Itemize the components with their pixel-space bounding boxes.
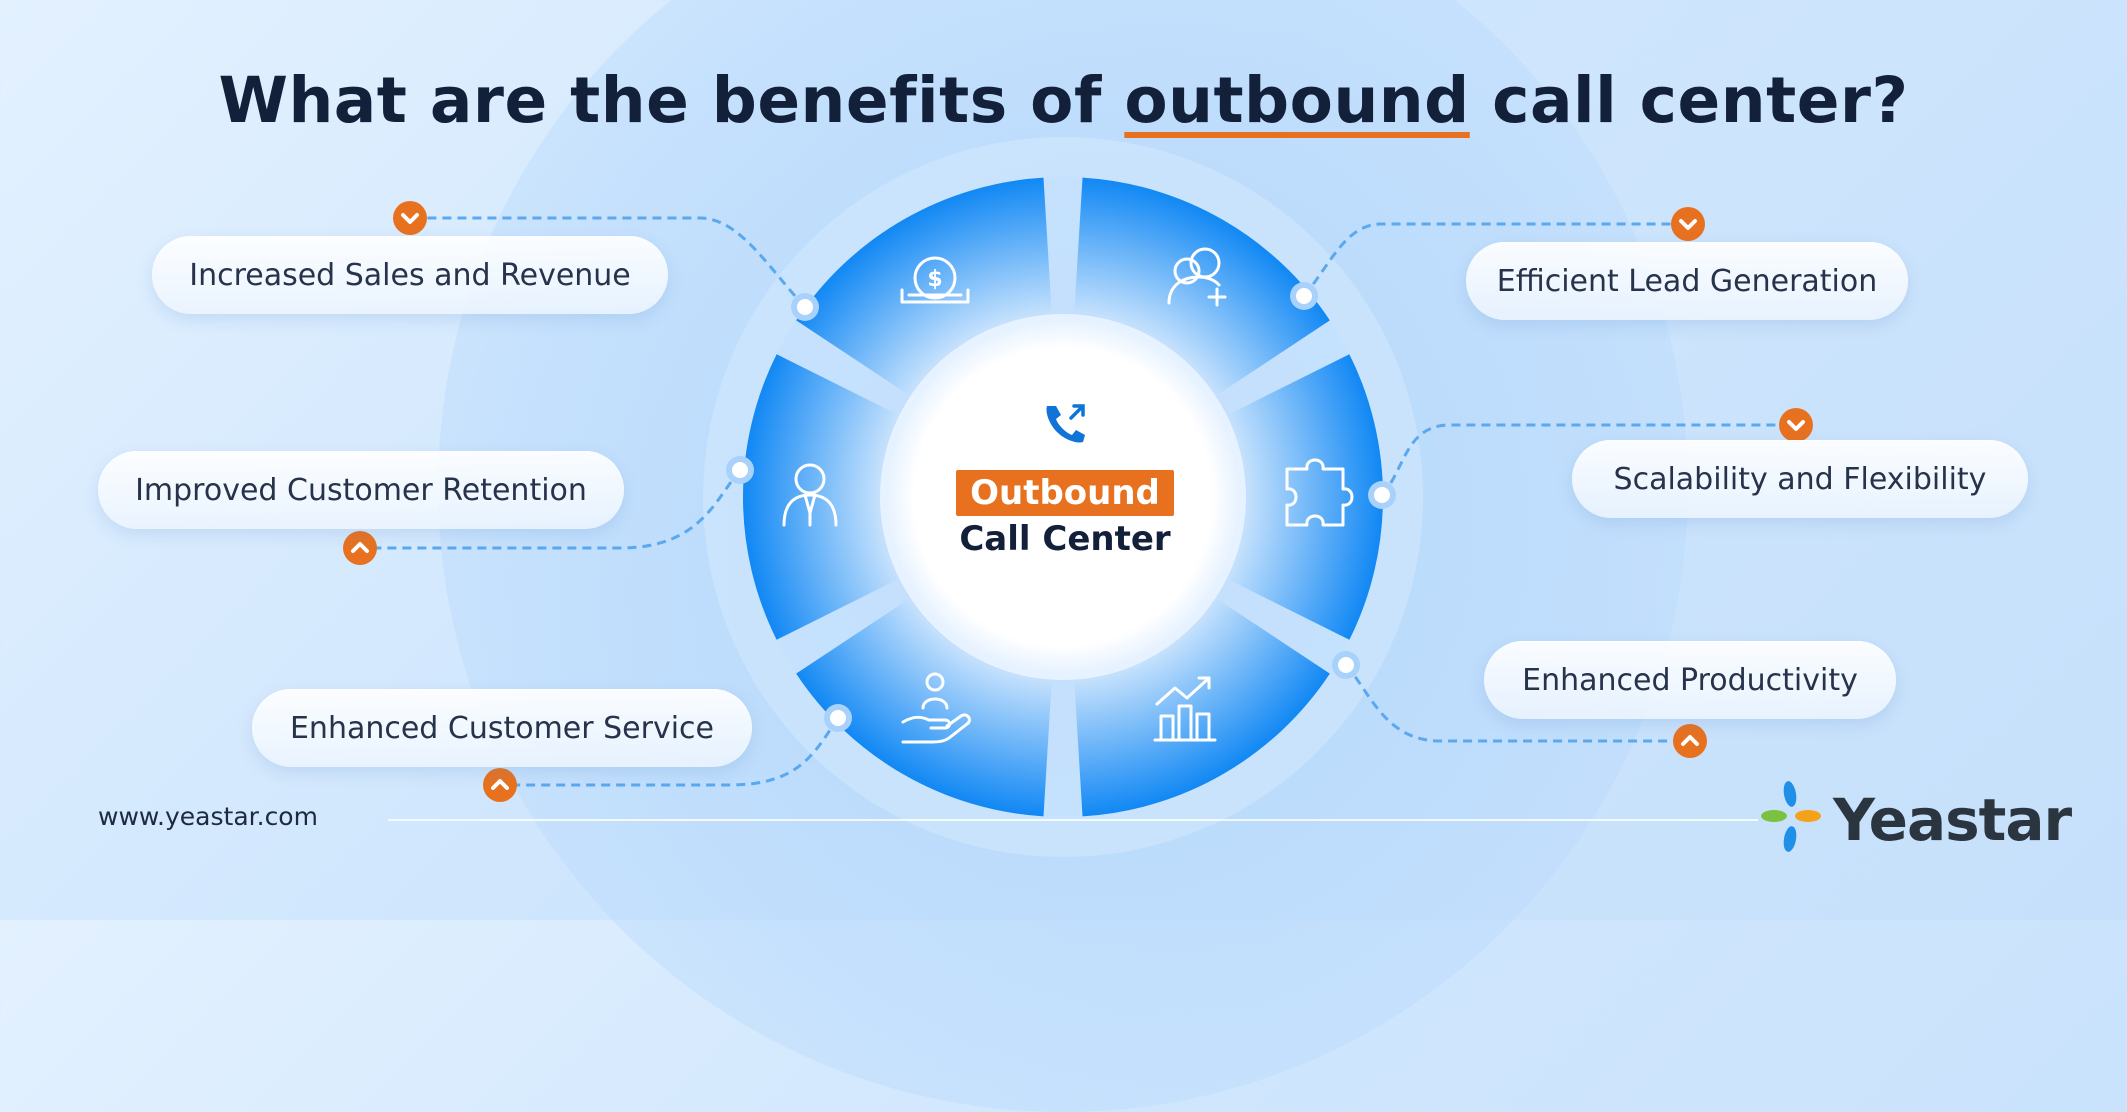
phone-outgoing-icon	[1046, 404, 1085, 443]
footer-divider	[388, 819, 1758, 821]
segment-scalability	[1228, 354, 1383, 640]
dot-service	[824, 704, 852, 732]
benefit-label: Enhanced Productivity	[1522, 662, 1858, 698]
ring-dots	[726, 282, 1396, 732]
money-deposit-icon: $	[900, 256, 970, 304]
chevron-up-icon	[343, 531, 377, 565]
connectors	[360, 216, 1796, 787]
dot-retention	[726, 456, 754, 484]
dot-lead	[1290, 282, 1318, 310]
benefit-label: Efficient Lead Generation	[1496, 263, 1878, 299]
svg-text:$: $	[927, 267, 942, 292]
chevron-up-icon	[483, 768, 517, 802]
connector-retention	[360, 469, 742, 550]
chevron-up-icon	[1673, 724, 1707, 758]
add-user-icon	[1167, 247, 1227, 307]
segment-sales	[796, 177, 1052, 395]
dot-scalability	[1368, 481, 1396, 509]
benefit-pill-scalability: Scalability and Flexibility	[1572, 440, 2028, 518]
hand-holding-person-icon	[901, 672, 971, 744]
benefit-pill-service: Enhanced Customer Service	[252, 689, 752, 767]
brand-name: Yeastar	[1833, 786, 2072, 854]
business-person-icon	[782, 463, 838, 527]
puzzle-piece-icon	[1285, 458, 1354, 527]
title-suffix: call center?	[1469, 64, 1909, 137]
center-label-line2: Call Center	[959, 519, 1171, 559]
connector-lead	[1302, 222, 1688, 297]
chevron-down-icon	[1671, 207, 1705, 241]
chevron-down-icon	[1779, 408, 1813, 442]
benefit-pill-lead: Efficient Lead Generation	[1466, 242, 1908, 320]
title-prefix: What are the benefits of	[218, 64, 1125, 137]
benefit-label: Improved Customer Retention	[135, 472, 587, 508]
connector-sales	[410, 216, 807, 309]
center-label: Outbound Call Center	[955, 470, 1175, 560]
dot-sales	[791, 293, 819, 321]
benefit-pill-sales: Increased Sales and Revenue	[152, 236, 668, 314]
benefit-pill-productivity: Enhanced Productivity	[1484, 641, 1896, 719]
footer-url: www.yeastar.com	[98, 802, 318, 831]
benefit-label: Enhanced Customer Service	[289, 710, 715, 746]
benefit-label: Scalability and Flexibility	[1613, 461, 1987, 497]
benefit-label: Increased Sales and Revenue	[189, 257, 631, 293]
yeastar-logo-icon	[1761, 781, 1821, 852]
segment-lead	[1074, 177, 1330, 395]
chevron-down-icon	[393, 201, 427, 235]
center-label-line1: Outbound	[956, 470, 1174, 516]
segment-productivity	[1074, 599, 1330, 817]
dot-productivity	[1332, 651, 1360, 679]
benefit-pill-retention: Improved Customer Retention	[98, 451, 624, 529]
page-title: What are the benefits of outbound call c…	[0, 64, 2127, 137]
bar-chart-growth-icon: Cubic	[1153, 676, 1217, 742]
connector-service	[500, 717, 840, 787]
title-highlight: outbound	[1124, 64, 1470, 137]
connector-productivity	[1344, 664, 1690, 743]
connector-scalability	[1380, 423, 1796, 497]
